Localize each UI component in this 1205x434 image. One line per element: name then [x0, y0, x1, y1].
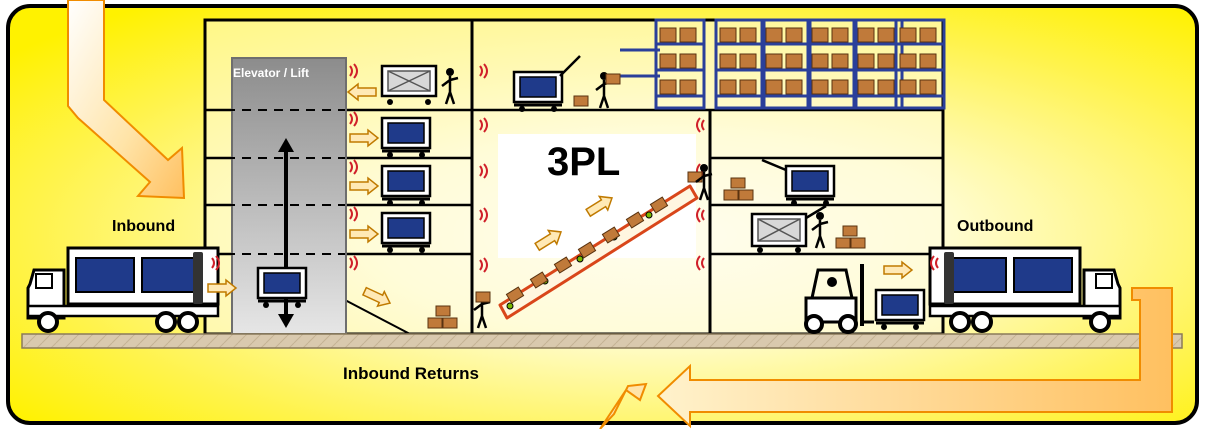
box-icon	[680, 80, 696, 94]
center-title: 3PL	[547, 140, 620, 185]
dock-bumper	[944, 252, 954, 304]
box-icon	[660, 28, 676, 42]
box-icon	[786, 80, 802, 94]
box-icon	[812, 80, 828, 94]
box-icon	[900, 28, 916, 42]
pallet-cart-icon	[514, 72, 562, 112]
box-icon	[680, 54, 696, 68]
box-icon	[660, 54, 676, 68]
pallet-cart-icon	[382, 118, 430, 158]
pallet-cart-icon	[876, 290, 924, 330]
ground-strip	[22, 334, 1182, 348]
box-icon	[920, 28, 936, 42]
box-icon	[920, 54, 936, 68]
box-icon	[878, 54, 894, 68]
box-icon	[878, 80, 894, 94]
box-icon	[900, 54, 916, 68]
box-icon	[720, 54, 736, 68]
box-icon	[766, 28, 782, 42]
inbound-label: Inbound	[112, 218, 175, 236]
pallet-cart-icon	[382, 213, 430, 253]
box-icon	[832, 54, 848, 68]
pallet-cart-icon	[382, 166, 430, 206]
box-icon	[858, 80, 874, 94]
box-icon	[740, 54, 756, 68]
storage-rack-icon	[620, 20, 944, 108]
box-icon	[832, 80, 848, 94]
box-icon	[920, 80, 936, 94]
elevator-label: Elevator / Lift	[233, 66, 309, 80]
box-icon	[812, 54, 828, 68]
box-icon	[680, 28, 696, 42]
crate-cart-icon	[752, 214, 806, 253]
box-icon	[786, 28, 802, 42]
inbound-returns-label: Inbound Returns	[343, 364, 479, 384]
box-icon	[574, 96, 588, 106]
box-icon	[766, 54, 782, 68]
box-icon	[720, 28, 736, 42]
dock-bumper	[193, 252, 203, 304]
box-icon	[606, 74, 620, 84]
box-icon	[766, 80, 782, 94]
box-icon	[660, 80, 676, 94]
outbound-label: Outbound	[957, 218, 1033, 236]
box-icon	[720, 80, 736, 94]
box-icon	[878, 28, 894, 42]
box-icon	[476, 292, 490, 302]
box-icon	[740, 28, 756, 42]
box-icon	[812, 28, 828, 42]
box-icon	[858, 28, 874, 42]
pallet-cart-icon	[786, 166, 834, 206]
box-icon	[740, 80, 756, 94]
box-icon	[832, 28, 848, 42]
box-icon	[786, 54, 802, 68]
pallet-cart-icon	[258, 268, 306, 308]
box-icon	[858, 54, 874, 68]
box-icon	[900, 80, 916, 94]
